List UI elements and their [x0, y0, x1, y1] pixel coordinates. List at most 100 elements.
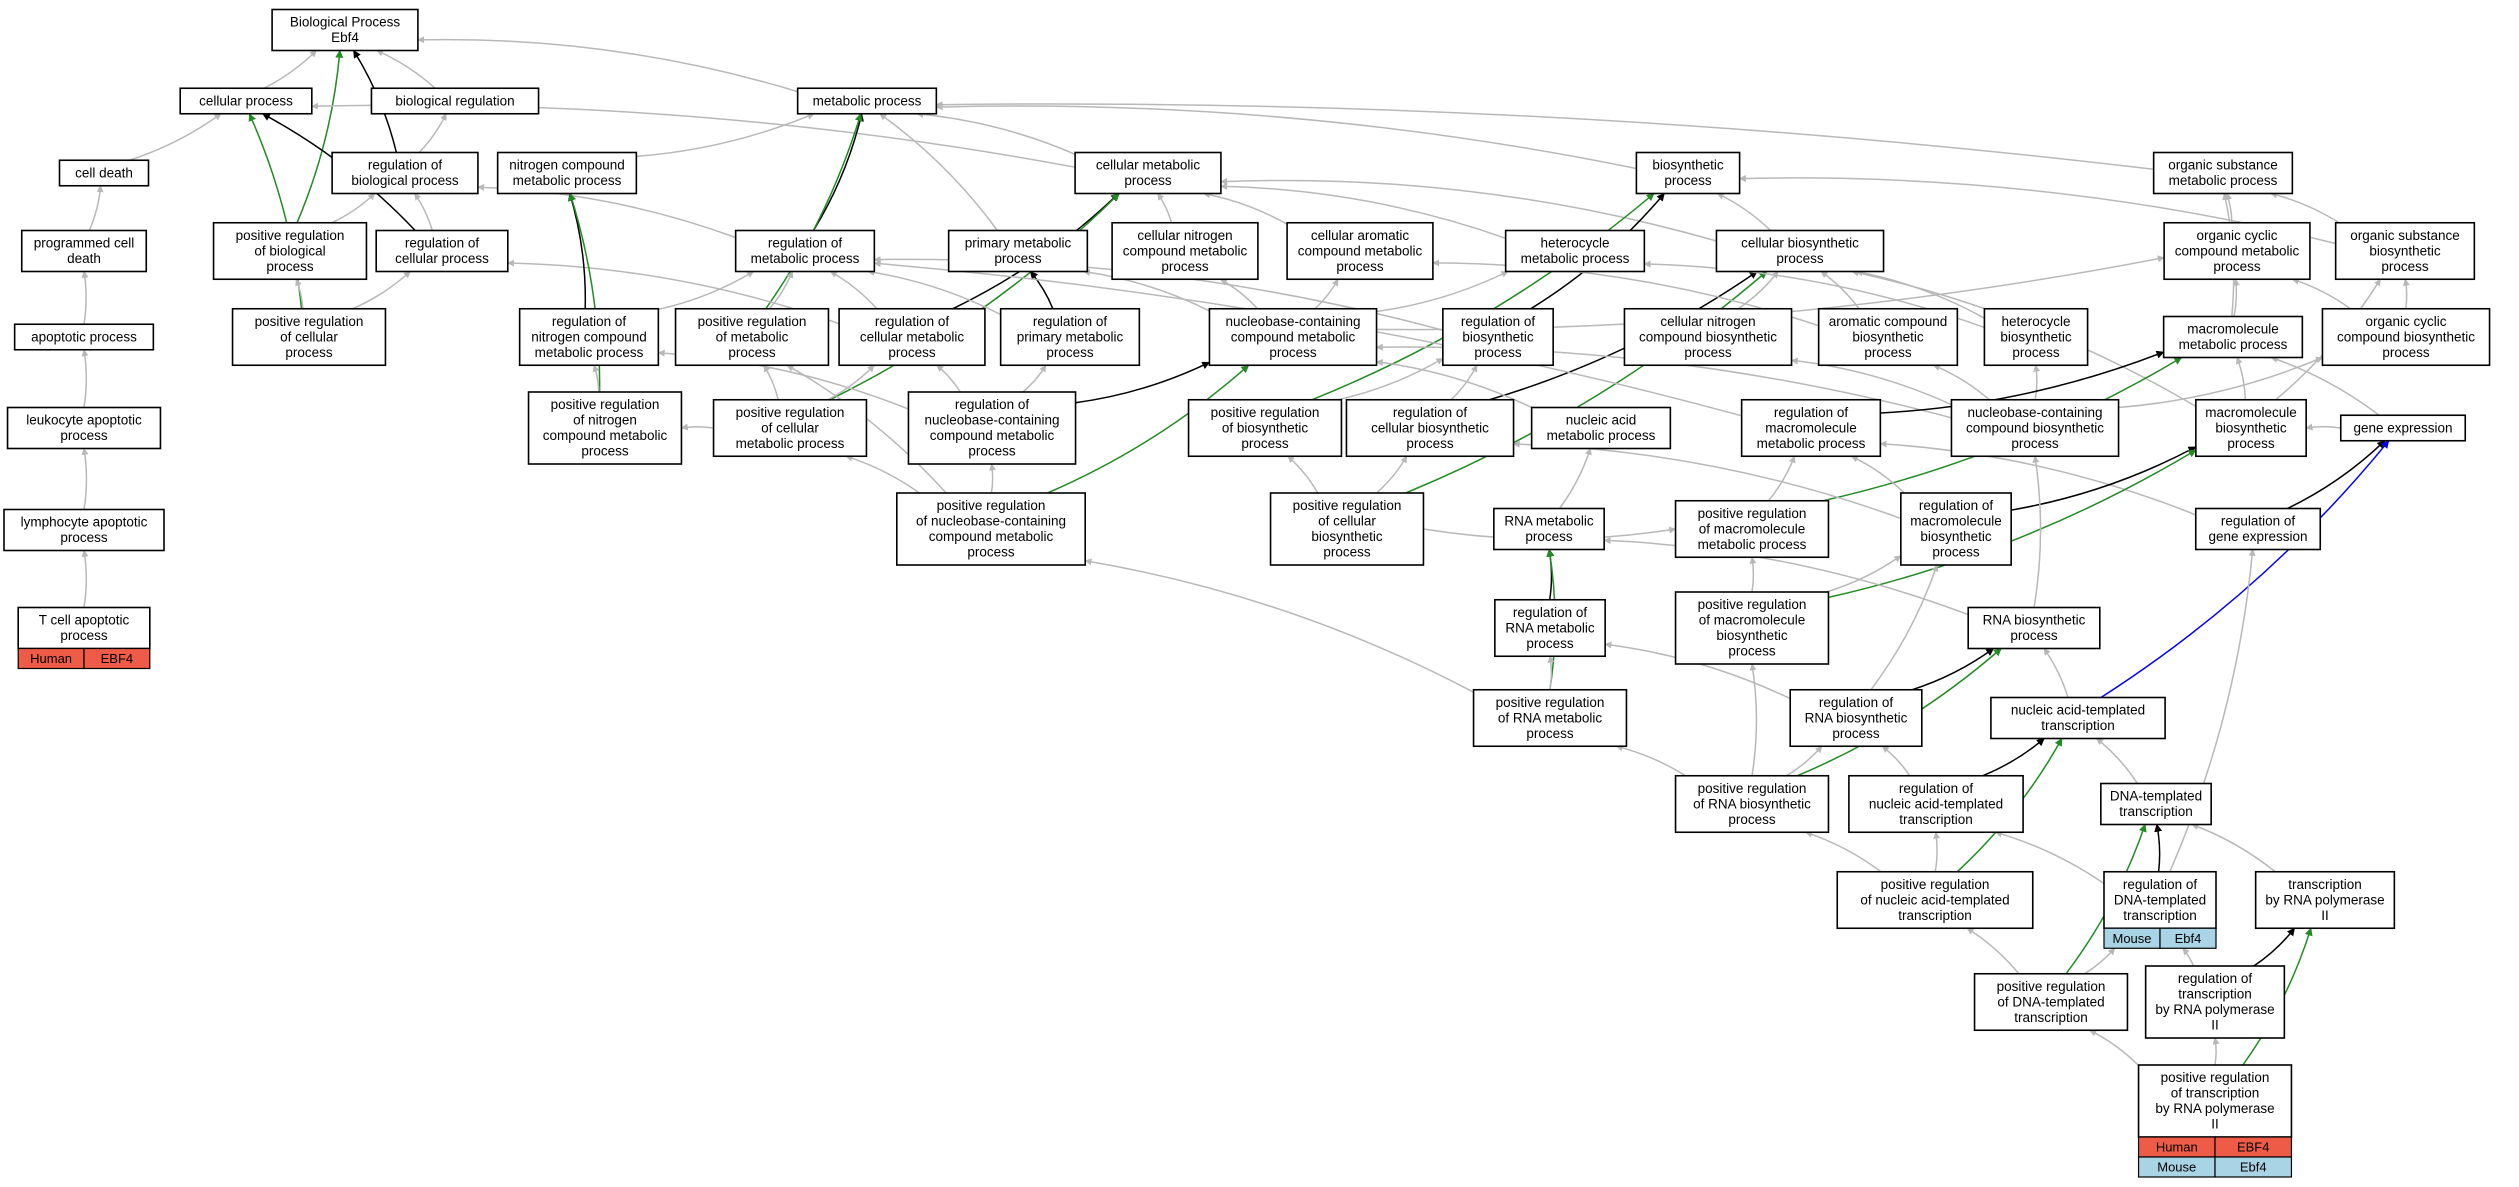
edge-line	[2305, 423, 2341, 431]
term-box	[370, 87, 540, 115]
edge-line	[2212, 1037, 2220, 1066]
term-node-ge[interactable]: gene expression	[2339, 414, 2467, 442]
term-label-line: biosynthetic	[2215, 420, 2287, 435]
term-box	[20, 229, 148, 273]
edge-line	[477, 183, 736, 239]
term-label-line: transcription	[1899, 812, 1973, 827]
term-box	[796, 87, 938, 115]
edge-nbcbp-to-cncbp	[1790, 357, 1952, 406]
gene-name: EBF4	[2237, 1140, 2270, 1155]
term-node-breg[interactable]: biological regulation	[370, 87, 540, 115]
edge-cmp-to-mp	[916, 110, 1076, 155]
term-label-line: transcription	[1898, 908, 1972, 923]
edge-rtrp2-to-trp2	[2253, 927, 2296, 967]
term-box	[1111, 221, 1259, 281]
edge-line	[1982, 737, 2045, 777]
term-label-line: regulation of	[1513, 605, 1588, 620]
edge-tcap-to-lyap	[81, 549, 89, 608]
species-name: Mouse	[2112, 931, 2151, 946]
edge-line	[1082, 268, 1210, 312]
term-node-rdtt[interactable]: regulation ofDNA-templatedtranscriptionM…	[2103, 870, 2217, 949]
edge-line	[2287, 440, 2386, 510]
term-node-rmbp[interactable]: regulation ofmacromoleculebiosyntheticpr…	[1900, 492, 2012, 566]
term-node-rnbcmp[interactable]: regulation ofnucleobase-containingcompou…	[907, 391, 1077, 465]
gene-name: Ebf4	[2240, 1160, 2267, 1175]
term-node-mp[interactable]: metabolic process	[796, 87, 938, 115]
term-node-cd[interactable]: cell death	[58, 159, 150, 187]
edge-acbp-to-cbp	[1820, 270, 1860, 310]
term-label-line: metabolic process	[1757, 436, 1866, 451]
term-label-line: process	[2227, 436, 2275, 451]
edge-dtt-to-natt	[2096, 737, 2139, 784]
term-node-cp[interactable]: cellular process	[179, 87, 313, 115]
term-box	[2144, 965, 2286, 1039]
edge-rcmp-to-rmp	[829, 270, 878, 310]
term-label-line: transcription	[2014, 1010, 2088, 1025]
edge-line	[2100, 440, 2390, 699]
term-node-ap[interactable]: apoptotic process	[13, 323, 155, 351]
edge-natt-to-ge	[2100, 440, 2390, 699]
term-label-line: positive regulation	[698, 314, 807, 329]
term-label-line: by RNA polymerase	[2265, 892, 2384, 907]
